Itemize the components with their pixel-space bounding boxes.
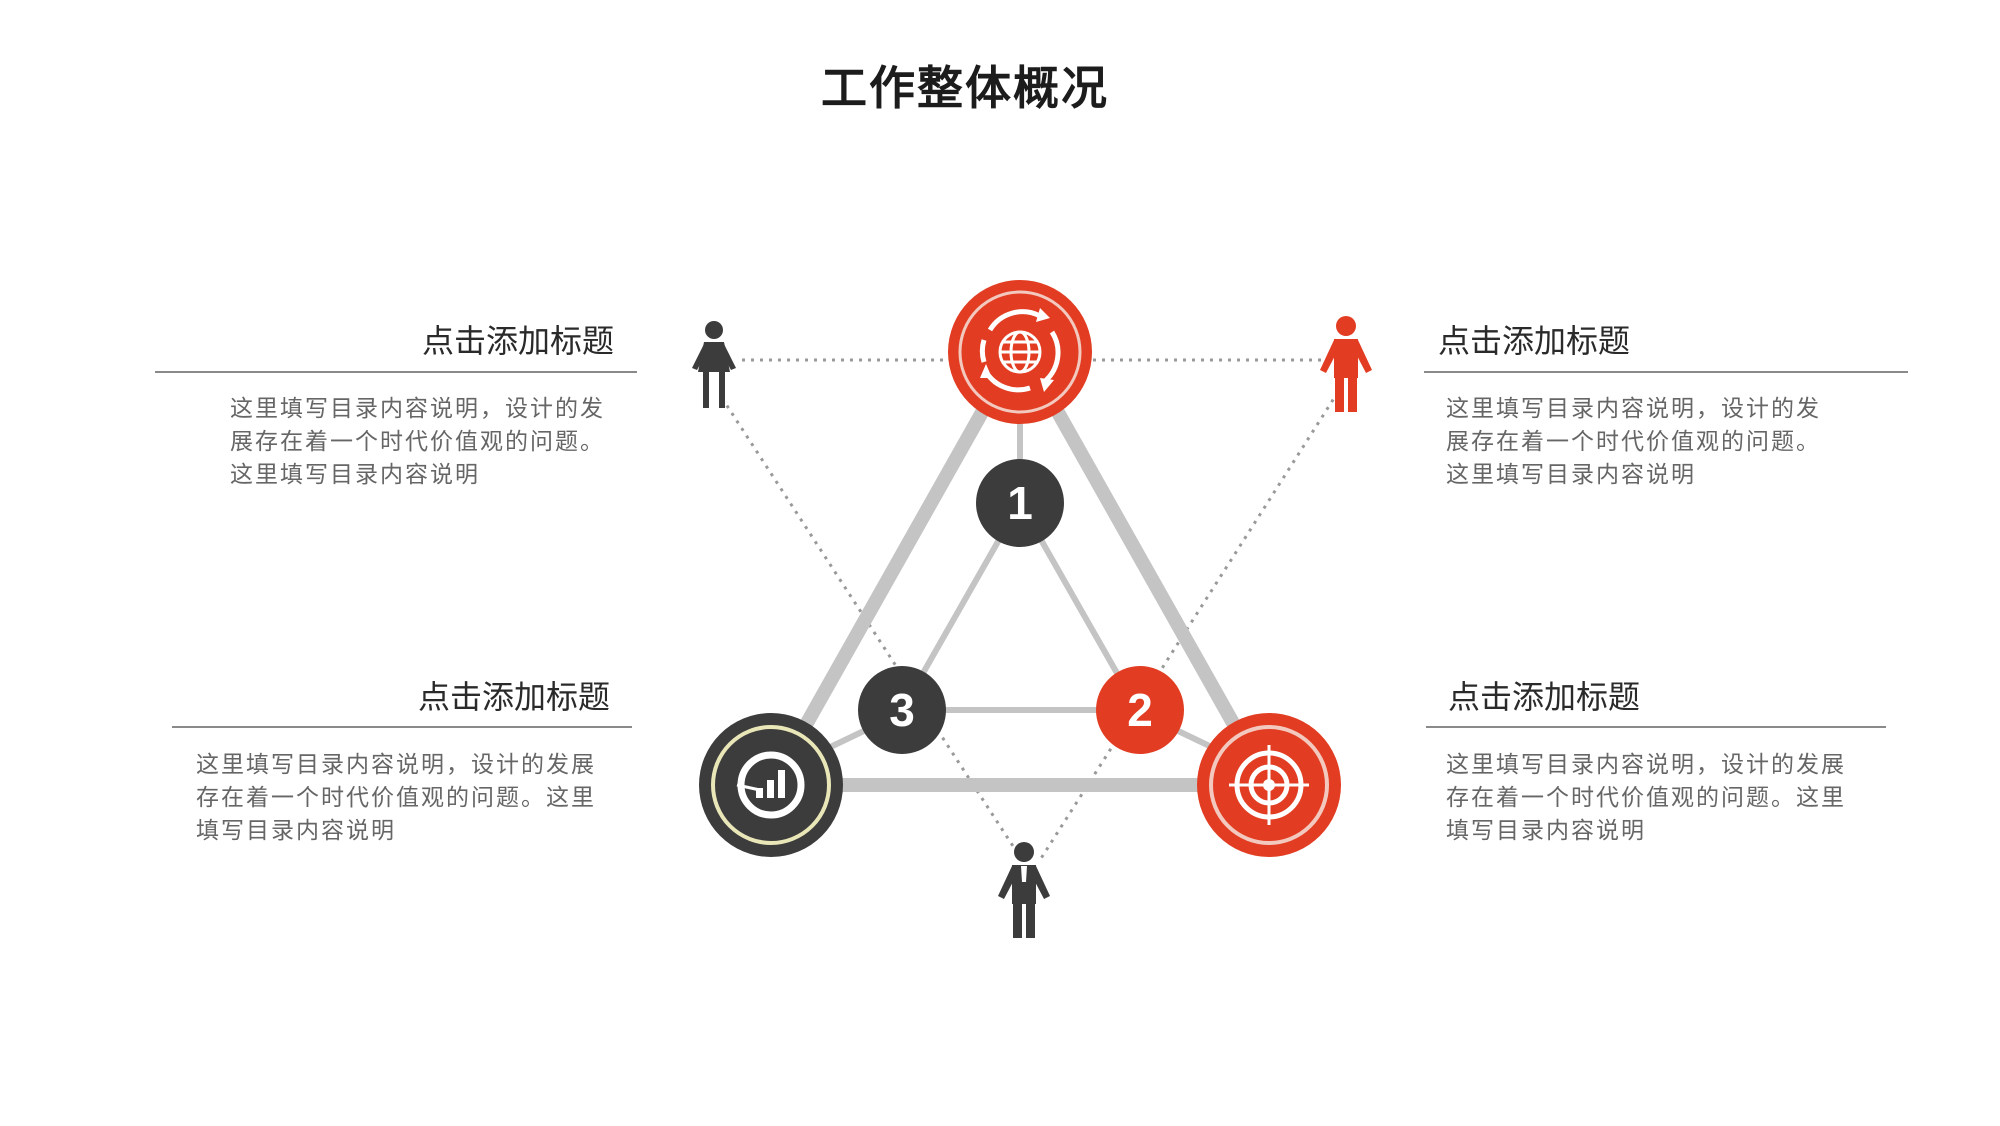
node-2: 2 <box>1096 666 1184 754</box>
description-line: 这里填写目录内容说明 <box>1446 462 1696 488</box>
divider <box>1426 726 1886 728</box>
block-heading[interactable]: 点击添加标题 <box>1448 678 1641 716</box>
divider <box>155 371 637 373</box>
description-line: 存在着一个时代价值观的问题。这里 <box>1446 785 1846 811</box>
block-heading[interactable]: 点击添加标题 <box>1438 322 1631 360</box>
description-line: 填写目录内容说明 <box>1446 818 1646 844</box>
description-line: 这里填写目录内容说明，设计的发展 <box>196 752 596 778</box>
node-1: 1 <box>976 459 1064 547</box>
target-icon <box>1229 745 1309 825</box>
description-line: 这里填写目录内容说明，设计的发 <box>230 396 605 422</box>
female-person-icon <box>692 321 736 408</box>
page-title: 工作整体概况 <box>821 61 1109 115</box>
male-person-icon <box>998 842 1050 938</box>
description-line: 填写目录内容说明 <box>196 818 396 844</box>
bar-chart-icon <box>736 751 805 819</box>
block-heading[interactable]: 点击添加标题 <box>422 322 615 360</box>
bottom-left-icon-circle <box>699 713 843 857</box>
divider <box>172 726 632 728</box>
male-person-icon <box>1320 316 1372 412</box>
block-description: 这里填写目录内容说明，设计的发 展存在着一个时代价值观的问题。 这里填写目录内容… <box>1446 393 1821 492</box>
description-line: 这里填写目录内容说明，设计的发 <box>1446 396 1821 422</box>
block-description: 这里填写目录内容说明，设计的发 展存在着一个时代价值观的问题。 这里填写目录内容… <box>230 393 605 492</box>
description-line: 这里填写目录内容说明 <box>230 462 480 488</box>
node-2-label: 2 <box>1127 684 1153 736</box>
divider <box>1424 371 1908 373</box>
node-3-label: 3 <box>889 684 915 736</box>
globe-refresh-icon <box>979 308 1061 393</box>
description-line: 这里填写目录内容说明，设计的发展 <box>1446 752 1846 778</box>
top-icon-circle <box>948 280 1092 424</box>
block-description: 这里填写目录内容说明，设计的发展 存在着一个时代价值观的问题。这里 填写目录内容… <box>1446 749 1846 848</box>
description-line: 展存在着一个时代价值观的问题。 <box>1446 429 1821 455</box>
description-line: 展存在着一个时代价值观的问题。 <box>230 429 605 455</box>
node-1-label: 1 <box>1007 477 1033 529</box>
block-description: 这里填写目录内容说明，设计的发展 存在着一个时代价值观的问题。这里 填写目录内容… <box>196 749 596 848</box>
description-line: 存在着一个时代价值观的问题。这里 <box>196 785 596 811</box>
node-3: 3 <box>858 666 946 754</box>
block-heading[interactable]: 点击添加标题 <box>418 678 611 716</box>
bottom-right-icon-circle <box>1197 713 1341 857</box>
outer-triangle <box>765 338 1275 792</box>
